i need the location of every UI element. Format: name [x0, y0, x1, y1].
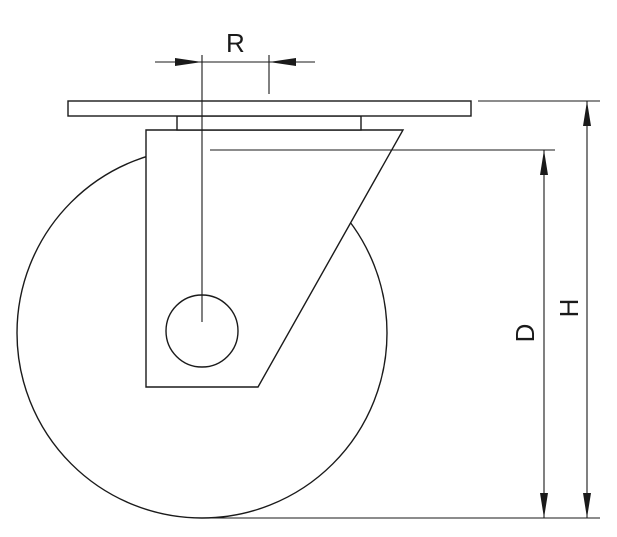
diameter-arrow-bottom [540, 493, 548, 518]
radius-arrow-right [269, 58, 296, 66]
height-label: H [554, 299, 584, 318]
radius-label: R [226, 28, 245, 58]
height-arrow-bottom [583, 493, 591, 518]
diameter-label: D [510, 324, 540, 343]
swivel-neck [176, 115, 362, 131]
top-plate [67, 100, 472, 117]
diameter-arrow-top [540, 150, 548, 175]
height-arrow-top [583, 101, 591, 126]
radius-arrow-left [175, 58, 202, 66]
